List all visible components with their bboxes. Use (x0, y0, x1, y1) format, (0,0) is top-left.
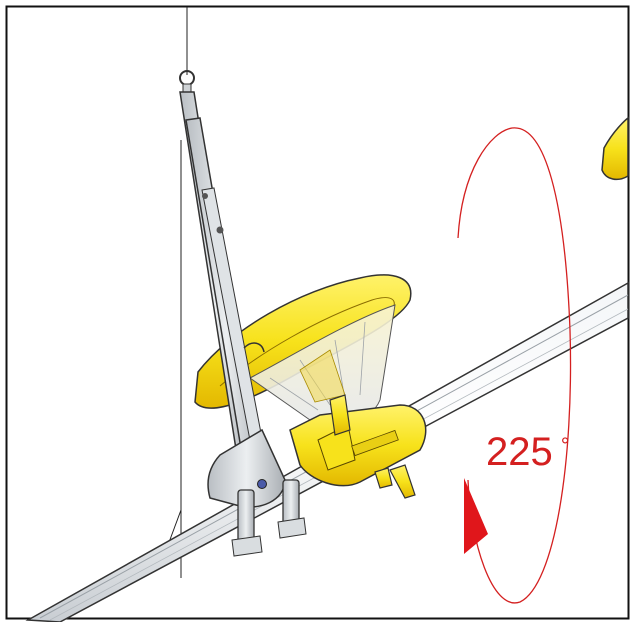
degree-symbol: ° (560, 433, 570, 458)
yellow-saddle-far (601, 116, 629, 181)
rotation-arrow-icon (464, 478, 488, 554)
yellow-clamp (289, 394, 427, 499)
rotation-angle-value: 225 (486, 430, 553, 474)
rotation-indicator (457, 127, 572, 604)
pipe-bolts (231, 479, 307, 557)
rotation-angle-label: 225 ° (486, 432, 570, 472)
rotation-arc (457, 127, 572, 604)
support-line-bend (167, 509, 182, 546)
